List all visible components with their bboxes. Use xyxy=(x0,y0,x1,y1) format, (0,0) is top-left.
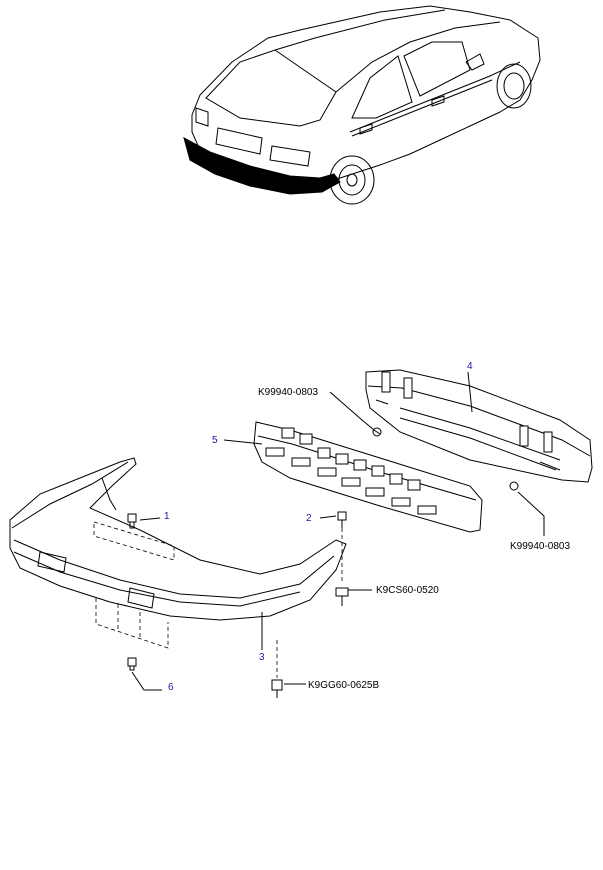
rear-bumper-cover xyxy=(9,457,347,649)
bumper-absorber xyxy=(253,421,483,533)
bolt-k9gg60 xyxy=(271,640,283,698)
callout-6[interactable]: 6 xyxy=(168,682,174,693)
car-illustration xyxy=(183,5,541,205)
part-number-labels: K99940-0803 K99940-0803 K9CS60-0520 K9GG… xyxy=(258,387,570,691)
screw-k9cs60 xyxy=(335,587,349,606)
part-number-bolt[interactable]: K9GG60-0625B xyxy=(308,680,379,691)
callout-2[interactable]: 2 xyxy=(306,513,312,524)
part-number-screw[interactable]: K9CS60-0520 xyxy=(376,585,439,596)
callout-1[interactable]: 1 xyxy=(164,511,170,522)
clip-part-2 xyxy=(337,511,347,582)
part-number-upper-nut[interactable]: K99940-0803 xyxy=(258,387,318,398)
callout-4[interactable]: 4 xyxy=(467,361,473,372)
highlighted-rear-bumper xyxy=(183,137,341,195)
fastener-nut-lower xyxy=(509,481,519,491)
clip-part-6 xyxy=(127,657,137,671)
callout-5[interactable]: 5 xyxy=(212,435,218,446)
fastener-nut-upper xyxy=(372,427,382,437)
callout-3[interactable]: 3 xyxy=(259,652,265,663)
part-number-lower-nut[interactable]: K99940-0803 xyxy=(510,541,570,552)
leader-lines xyxy=(131,371,545,691)
clip-part-1 xyxy=(127,513,137,529)
bumper-reinforcement-beam xyxy=(365,369,593,483)
callouts: 1 2 3 4 5 6 xyxy=(164,361,473,693)
